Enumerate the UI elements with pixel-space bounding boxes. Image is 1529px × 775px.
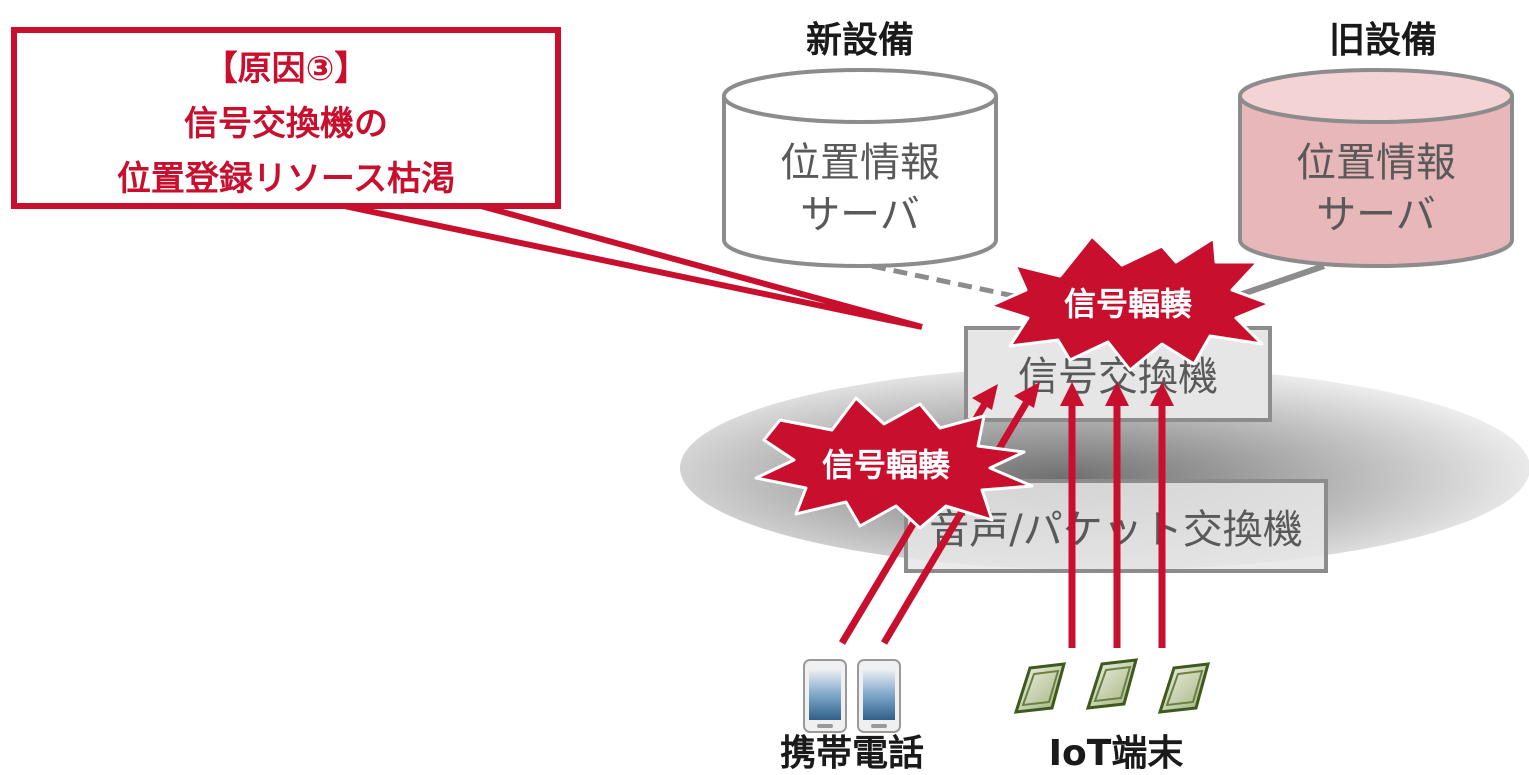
- mobile-phones: 携帯電話: [780, 659, 924, 774]
- arrow-phone-1-head: [972, 384, 998, 410]
- iot-devices-label: IoT端末: [1049, 733, 1184, 774]
- link-to-new-server: [871, 263, 1053, 307]
- callout-line-2: 信号交換機の: [184, 104, 388, 144]
- new-server-label-line-1: 位置情報: [780, 140, 940, 186]
- old-server-label-line-1: 位置情報: [1296, 140, 1456, 186]
- iot-chip-icon: [1157, 662, 1211, 714]
- cause-callout: 【原因③】 信号交換機の 位置登録リソース枯渇: [11, 27, 923, 330]
- congestion-burst-upper: 信号輻輳: [988, 234, 1272, 372]
- arrow-iot-3-head: [1150, 382, 1174, 406]
- iot-devices: IoT端末: [1013, 658, 1211, 774]
- mobile-phone-icon: [857, 659, 901, 733]
- new-server-label-line-2: サーバ: [800, 192, 920, 238]
- callout-title: 【原因③】: [204, 49, 369, 89]
- arrow-phone-2: [880, 398, 1032, 645]
- mobile-phone-icon: [803, 659, 847, 733]
- new-server-body: [722, 96, 998, 268]
- arrow-phone-2-head: [1014, 382, 1040, 408]
- mobile-phones-label: 携帯電話: [780, 733, 924, 774]
- burst-upper-label: 信号輻輳: [1064, 285, 1193, 323]
- callout-line-3: 位置登録リソース枯渇: [117, 159, 455, 199]
- burst-lower-label: 信号輻輳: [822, 446, 951, 484]
- old-equipment-heading: 旧設備: [1329, 20, 1437, 61]
- burst-lower-shape: [754, 396, 1034, 530]
- old-server-top: [1238, 68, 1514, 124]
- callout-box: [11, 27, 561, 209]
- old-location-server: 位置情報 サーバ: [1238, 68, 1514, 268]
- arrow-iot-1-head: [1060, 382, 1084, 406]
- old-server-body: [1238, 96, 1514, 268]
- iot-chip-icon: [1085, 658, 1139, 710]
- arrow-iot-2-head: [1105, 382, 1129, 406]
- congestion-burst-lower: 信号輻輳: [754, 396, 1034, 530]
- new-location-server: 位置情報 サーバ: [722, 68, 998, 268]
- iot-chip-icon: [1013, 662, 1067, 714]
- old-server-label-line-2: サーバ: [1316, 192, 1436, 238]
- new-equipment-heading: 新設備: [806, 20, 914, 61]
- burst-upper-shape: [988, 234, 1272, 372]
- new-server-top: [722, 68, 998, 124]
